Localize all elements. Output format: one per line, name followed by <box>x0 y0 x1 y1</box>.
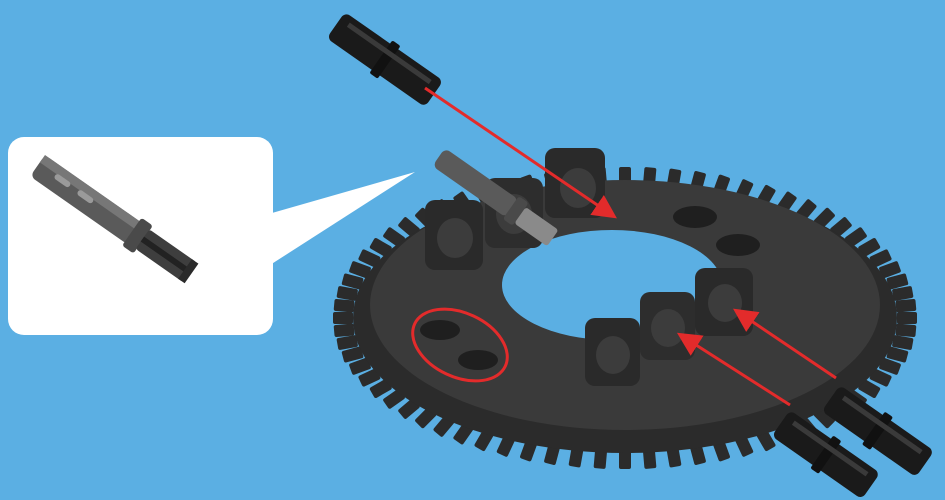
gear-tooth <box>334 299 355 313</box>
gear-tooth <box>897 312 917 324</box>
gear-tooth <box>895 323 916 337</box>
friction-pin-icon <box>324 9 445 111</box>
gear-tooth <box>333 312 353 324</box>
gear-tooth <box>334 323 355 337</box>
gear-tooth <box>895 299 916 313</box>
